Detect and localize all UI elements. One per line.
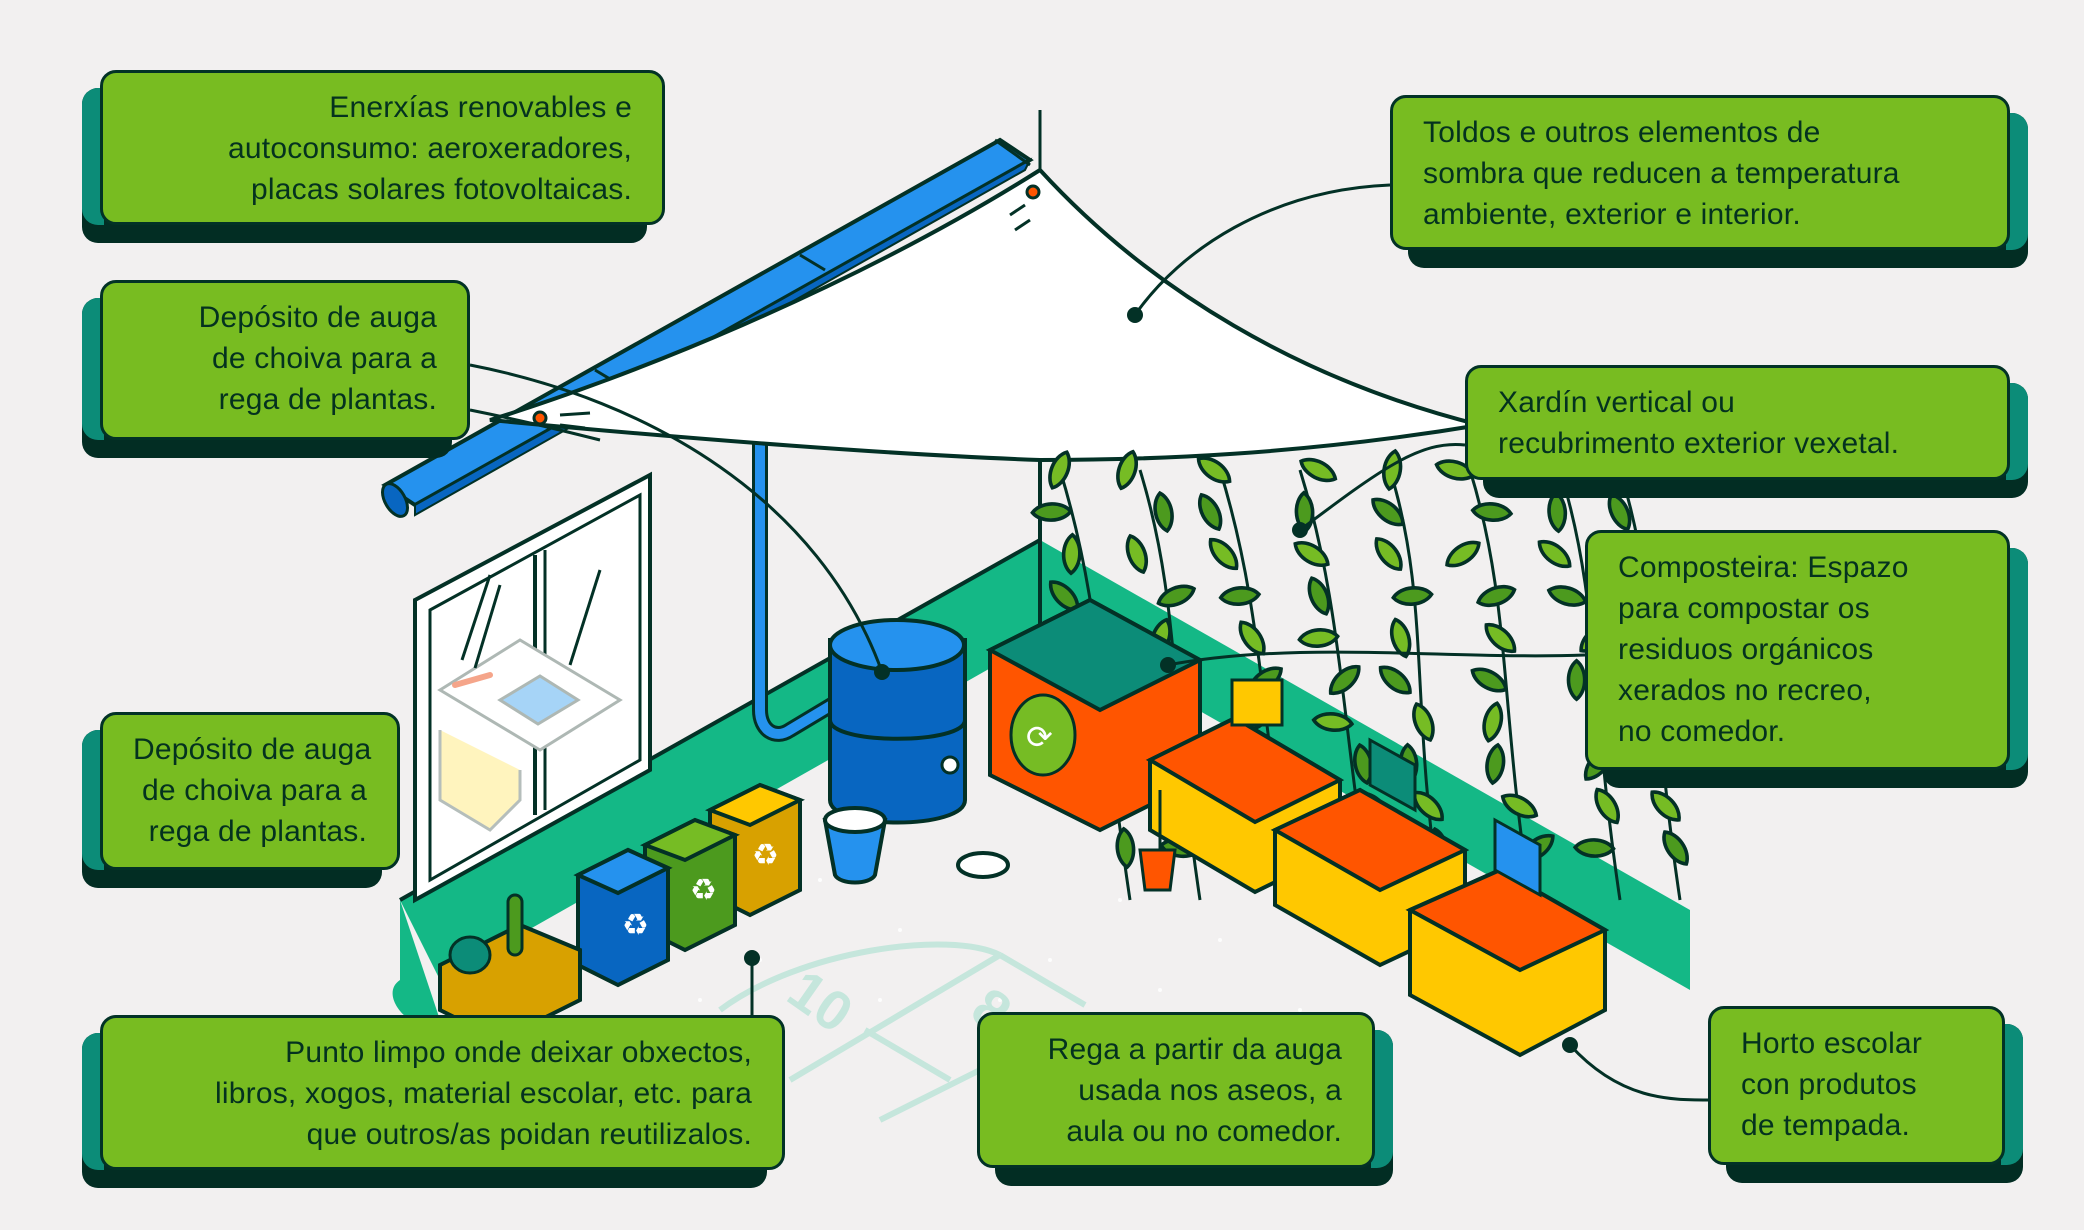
callout-line: de choiva para a — [141, 774, 367, 807]
callout-line: para compostar os — [1618, 592, 1870, 625]
leaf — [1302, 573, 1336, 619]
pointer-lines — [469, 183, 1709, 1102]
callout-line: Xardín vertical ou — [1498, 386, 1736, 419]
callout-line: Depósito de auga — [198, 301, 437, 334]
leaf — [1470, 500, 1514, 524]
callout-line: aula ou no comedor. — [1066, 1115, 1342, 1148]
leaf — [1390, 584, 1435, 608]
leaf — [1323, 659, 1367, 701]
shade-sail — [489, 110, 1481, 463]
leaf — [1440, 534, 1486, 574]
leaf — [1120, 531, 1153, 577]
leaf — [1030, 501, 1073, 523]
callout-line: Depósito de auga — [133, 733, 372, 766]
callout-line: Punto limpo onde deixar obxectos, — [285, 1036, 752, 1069]
recycle-icon: ♻ — [690, 873, 717, 908]
callout-school-garden: Horto escolar con produtos de tempada. — [1708, 1006, 2023, 1183]
bin-blue: ♻ — [573, 847, 673, 988]
leaf — [1373, 659, 1417, 701]
leaf — [1191, 450, 1237, 490]
compost-cycle-icon: ⟳ — [1026, 718, 1053, 756]
leaf — [1296, 626, 1341, 650]
callout-line: libros, xogos, material escolar, etc. pa… — [215, 1077, 752, 1110]
leaf — [1061, 532, 1083, 576]
leaf — [1478, 699, 1507, 745]
callout-greywater-irrigation: Rega a partir da auga usada nos aseos, a… — [977, 1012, 1393, 1186]
callout-renewable-energy: Enerxías renovables e autoconsumo: aerox… — [82, 70, 665, 243]
callout-line: usada nos aseos, a — [1078, 1074, 1342, 1107]
garden-beds — [1138, 678, 1610, 1058]
callout-line: sombra que reducen a temperatura — [1423, 157, 1900, 190]
leaf — [1407, 699, 1440, 745]
callout-line: Rega a partir da auga — [1047, 1033, 1342, 1066]
leaf — [1218, 584, 1262, 608]
callout-line: autoconsumo: aeroxeradores, — [228, 132, 632, 165]
callout-line: Composteira: Espazo — [1618, 551, 1909, 584]
leaf — [1289, 535, 1334, 573]
leaf — [1473, 580, 1519, 612]
callout-line: de choiva para a — [211, 342, 437, 375]
callout-line: xerados no recreo, — [1618, 674, 1872, 707]
window — [413, 471, 652, 904]
callout-line: con produtos — [1741, 1068, 1917, 1101]
leaf — [1532, 533, 1577, 575]
callout-vertical-garden: Xardín vertical ou recubrimento exterior… — [1465, 365, 2028, 498]
callout-line: Enerxías renovables e — [329, 91, 632, 124]
bottle-crate — [438, 893, 582, 1043]
callout-line: que outros/as poidan reutilizalos. — [306, 1118, 752, 1151]
floor-speckles — [698, 868, 1302, 1012]
leaf — [1192, 489, 1228, 535]
callout-line: rega de plantas. — [218, 383, 437, 416]
callout-rainwater-tank-lower: Depósito de auga de choiva para a rega d… — [82, 712, 400, 888]
leaf — [1566, 658, 1587, 702]
callout-line: Toldos e outros elementos de — [1423, 116, 1821, 149]
callout-clean-point: Punto limpo onde deixar obxectos, libros… — [82, 1015, 785, 1188]
leaf — [1482, 742, 1508, 786]
leaf — [1232, 615, 1272, 661]
callout-composter: Composteira: Espazo para compostar os re… — [1585, 530, 2028, 788]
pointer-dots — [744, 307, 1578, 1053]
composter: ⟳ — [985, 597, 1205, 833]
callout-line: Horto escolar — [1741, 1027, 1923, 1060]
leaf — [1113, 826, 1137, 870]
vine-stem — [1468, 469, 1532, 901]
callout-line: no comedor. — [1618, 715, 1786, 748]
callout-line: recubrimento exterior vexetal. — [1498, 427, 1900, 460]
callout-line: ambiente, exterior e interior. — [1423, 198, 1801, 231]
leaf — [1588, 783, 1626, 829]
callout-shade-awning: Toldos e outros elementos de sombra que … — [1390, 95, 2028, 268]
callout-line: placas solares fotovoltaicas. — [251, 173, 632, 206]
garden-bed — [1405, 817, 1610, 1058]
callout-rainwater-tank-top: Depósito de auga de choiva para a rega d… — [82, 280, 470, 458]
floor-drain — [956, 851, 1010, 879]
leaf — [1202, 532, 1245, 576]
plant-pot — [1138, 790, 1177, 892]
leaf — [1153, 579, 1199, 613]
leaf — [1368, 532, 1409, 576]
leaf — [1573, 837, 1616, 859]
recycle-icon: ♻ — [752, 838, 779, 873]
callout-line: residuos orgánicos — [1618, 633, 1874, 666]
leaf — [1544, 580, 1590, 612]
leaf — [1545, 490, 1569, 534]
callout-line: de tempada. — [1741, 1109, 1910, 1142]
recycle-icon: ♻ — [622, 908, 649, 943]
bucket — [822, 806, 888, 885]
callout-line: rega de plantas. — [148, 815, 367, 848]
rain-barrel — [828, 618, 967, 825]
